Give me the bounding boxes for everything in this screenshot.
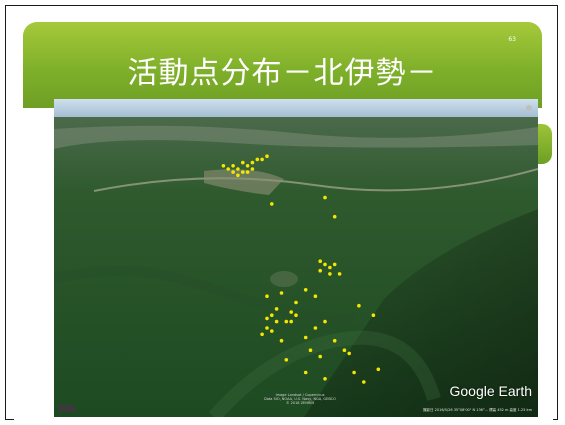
activity-point <box>332 338 337 343</box>
activity-point <box>245 164 250 168</box>
activity-point <box>289 319 293 324</box>
terrain-image <box>54 99 538 417</box>
activity-point <box>265 154 269 158</box>
activity-point <box>260 332 264 337</box>
activity-point <box>270 313 274 317</box>
activity-point <box>313 326 318 330</box>
activity-point <box>241 170 245 174</box>
activity-point <box>241 160 245 165</box>
page-number: 63 <box>508 36 516 43</box>
distant-plain <box>54 125 538 149</box>
activity-points <box>221 154 381 384</box>
map-attribution: Image Landsat / Copernicus Data SIO, NOA… <box>250 393 350 405</box>
clearing <box>204 169 284 195</box>
activity-point <box>265 326 269 330</box>
activity-point <box>318 354 323 359</box>
google-earth-logo: Google Earth <box>449 383 533 399</box>
activity-point <box>332 262 337 267</box>
ridge <box>54 266 355 324</box>
activity-point <box>250 167 255 171</box>
title-banner: 63 活動点分布－北伊勢－ <box>23 22 542 108</box>
bare-patch <box>270 271 298 287</box>
activity-point <box>323 377 327 381</box>
ridge-2 <box>208 330 441 417</box>
activity-point <box>318 268 323 273</box>
activity-point <box>265 294 269 298</box>
activity-point <box>308 348 313 352</box>
status-bar: 撮影日 2016/5/26 35°08'00" N 136°... 標高 452… <box>423 408 532 412</box>
activity-point <box>323 195 327 200</box>
activity-point <box>279 291 284 295</box>
activity-point <box>332 214 337 219</box>
activity-point <box>352 370 356 375</box>
slide-title: 活動点分布－北伊勢－ <box>127 56 438 91</box>
activity-point <box>303 335 308 340</box>
activity-point <box>328 265 332 270</box>
activity-point <box>279 338 284 343</box>
activity-point <box>342 348 347 352</box>
google-earth-view[interactable]: Image Landsat / Copernicus Data SIO, NOA… <box>54 99 538 417</box>
attribution-line: © 2018 ZENRIN <box>286 401 314 405</box>
tour-button[interactable] <box>58 405 76 412</box>
activity-point <box>270 329 274 333</box>
compass-icon[interactable] <box>526 105 532 111</box>
activity-point <box>323 262 327 267</box>
sky <box>54 99 538 119</box>
activity-point <box>270 202 274 206</box>
attribution-line: Image Landsat / Copernicus <box>275 393 325 397</box>
activity-point <box>284 319 289 324</box>
activity-point <box>250 160 255 165</box>
activity-point <box>245 170 250 174</box>
activity-point <box>362 380 366 384</box>
activity-point <box>231 164 235 168</box>
activity-point <box>328 272 332 276</box>
activity-point <box>323 319 327 324</box>
activity-point <box>221 164 226 168</box>
activity-point <box>347 351 352 356</box>
activity-point <box>274 307 279 311</box>
activity-point <box>303 370 308 375</box>
attribution-line: Data SIO, NOAA, U.S. Navy, NGA, GEBCO <box>264 397 336 401</box>
activity-point <box>337 272 342 276</box>
activity-point <box>371 313 376 317</box>
activity-point <box>289 310 293 314</box>
activity-point <box>265 316 269 321</box>
road <box>93 168 538 192</box>
activity-point <box>274 319 279 324</box>
activity-point <box>236 167 240 171</box>
activity-point <box>376 367 381 372</box>
activity-point <box>284 358 289 362</box>
activity-point <box>294 300 298 305</box>
activity-point <box>226 167 230 171</box>
activity-point <box>255 157 260 162</box>
slide: 63 活動点分布－北伊勢－ <box>14 14 553 422</box>
activity-point <box>357 303 361 308</box>
activity-point <box>260 157 264 162</box>
activity-point <box>318 259 323 263</box>
activity-point <box>236 173 240 178</box>
activity-point <box>294 313 298 317</box>
activity-point <box>313 294 318 298</box>
activity-point <box>231 170 235 174</box>
activity-point <box>303 288 308 292</box>
mountain-shadow <box>304 209 538 417</box>
